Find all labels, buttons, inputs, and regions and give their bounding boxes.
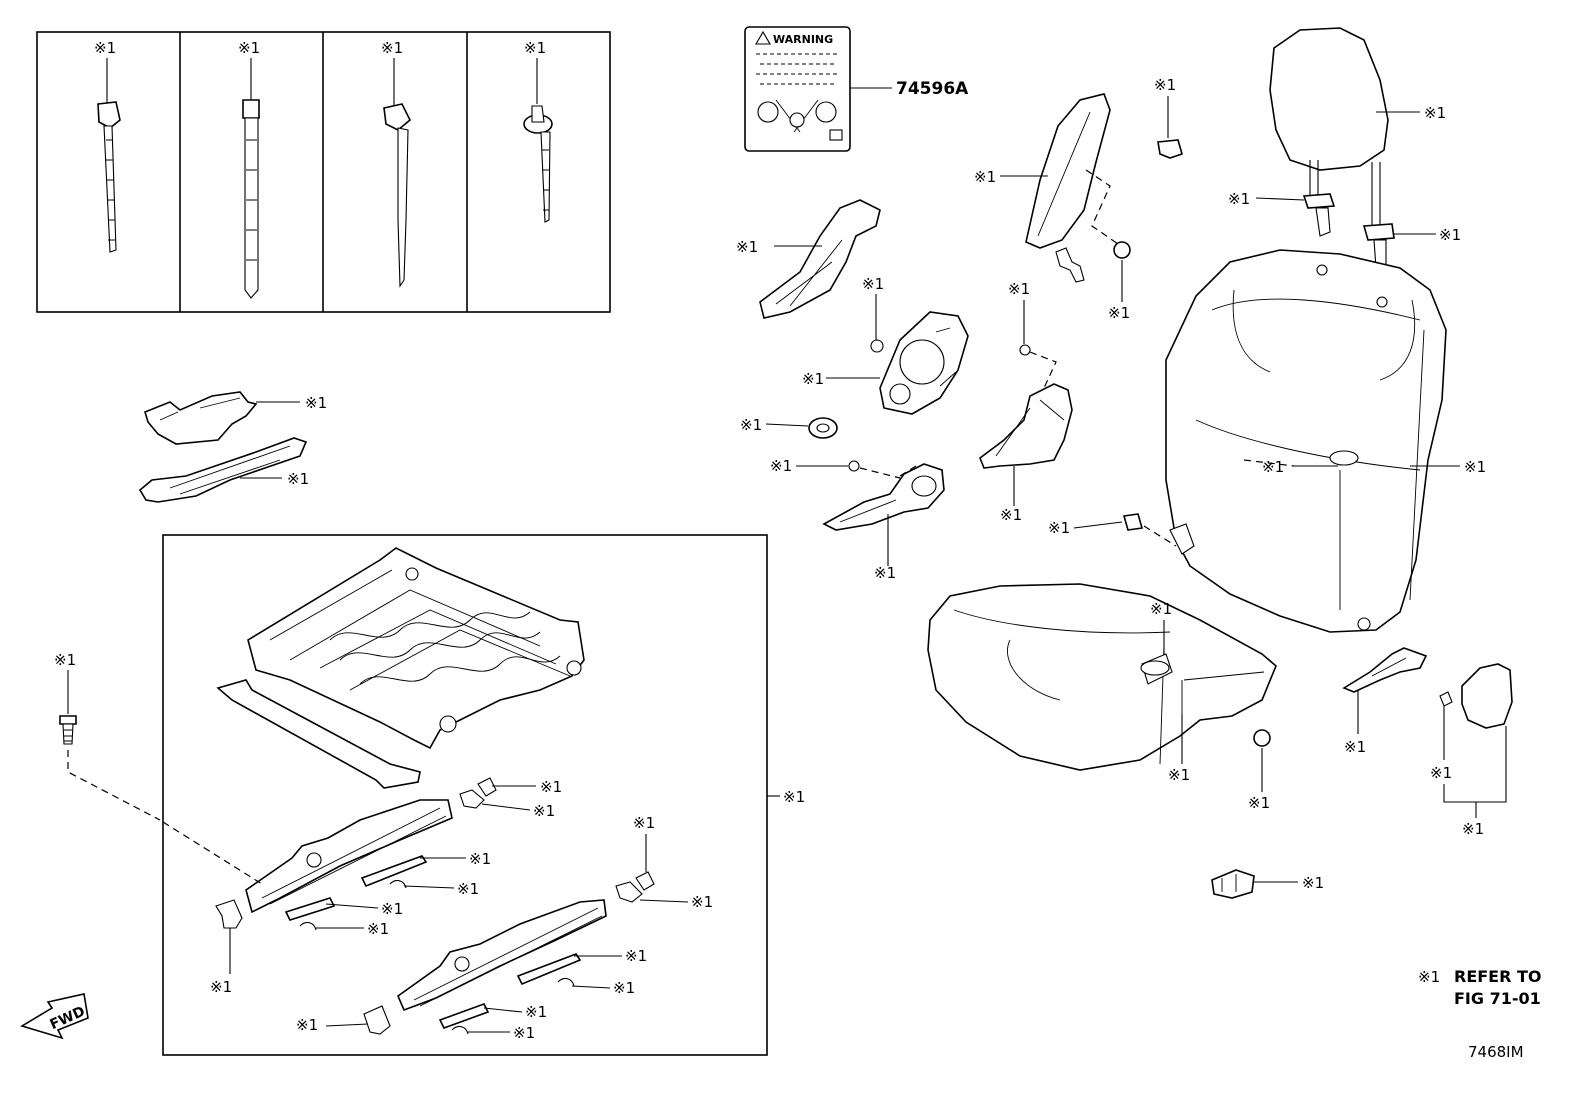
callout-cushion-nut: ※1 (1248, 794, 1270, 812)
rail-mounting-bolt: ※1 (54, 651, 263, 885)
callout-seatback-bolt: ※1 (1048, 519, 1070, 537)
callout-inner-trim: ※1 (1000, 506, 1022, 524)
callout-side-trim-nut: ※1 (1108, 304, 1130, 322)
callout-seat-clip: ※1 (1302, 874, 1324, 892)
callout-cushion-bracket: ※1 (1344, 738, 1366, 756)
seatback: ※1 ※1 ※1 (1048, 249, 1486, 633)
callout-tie-4: ※1 (524, 39, 546, 57)
callout-rail-clip-1: ※1 (540, 778, 562, 796)
callout-rail-cover-4: ※1 (525, 1003, 547, 1021)
callout-rail-clip-4: ※1 (691, 893, 713, 911)
callout-headrest-guide-1: ※1 (1228, 190, 1250, 208)
seat-frame-inset: ※1 (162, 534, 805, 1056)
callout-rail-spring-1: ※1 (457, 880, 479, 898)
callout-cushion-cover: ※1 (1168, 766, 1190, 784)
seat-rail-left (215, 777, 497, 931)
callout-recliner-screw-2: ※1 (770, 457, 792, 475)
part-number-74596A: 74596A (896, 79, 969, 99)
callout-side-cover-upper: ※1 (305, 394, 327, 412)
callout-seatback-cap: ※1 (1154, 76, 1176, 94)
seat-cushion: ※1 ※1 (927, 583, 1277, 784)
callout-rail-cover-3: ※1 (625, 947, 647, 965)
callout-rail-spring-3: ※1 (613, 979, 635, 997)
callout-seat-frame-assy: ※1 (783, 788, 805, 806)
recliner-knob: ※1 ※1 (1430, 663, 1513, 838)
callout-seatback-cover: ※1 (1464, 458, 1486, 476)
cushion-nut: ※1 (1248, 729, 1271, 812)
warning-label: WARNING 74596A (744, 26, 969, 152)
callout-rail-end-cap-2: ※1 (296, 1016, 318, 1034)
cable-tie-2 (242, 58, 260, 299)
callout-rail-clip-2: ※1 (533, 802, 555, 820)
seat-clip: ※1 (1211, 869, 1324, 899)
warning-label-heading: WARNING (773, 33, 833, 46)
callout-rail-cover-1: ※1 (469, 850, 491, 868)
callout-rail-clip-3: ※1 (633, 814, 655, 832)
seat-cushion-frame (216, 547, 585, 789)
seat-side-covers: ※1 ※1 (138, 391, 327, 503)
reference-note: ※1 REFER TO FIG 71-01 (1418, 967, 1542, 1008)
callout-recliner-cover-inner: ※1 (802, 370, 824, 388)
note-refer-to: REFER TO (1454, 967, 1542, 986)
callout-rail-end-cap-1: ※1 (210, 978, 232, 996)
callout-recliner-screw-1: ※1 (862, 275, 884, 293)
cushion-bracket: ※1 (1342, 647, 1428, 756)
recliner-parts: ※1 ※1 ※1 ※1 ※1 ※1 (736, 199, 969, 582)
seatback-cap: ※1 (1154, 76, 1183, 159)
note-fig-ref: FIG 71-01 (1454, 989, 1541, 1008)
headrest: ※1 ※1 ※1 (1228, 27, 1461, 269)
callout-headrest-guide-2: ※1 (1439, 226, 1461, 244)
cable-tie-inset: ※1 ※1 ※1 ※1 (36, 31, 611, 313)
callout-recliner-cover-outer: ※1 (736, 238, 758, 256)
fwd-arrow: FWD (20, 993, 89, 1040)
callout-headrest: ※1 (1424, 104, 1446, 122)
cable-tie-1 (97, 58, 121, 253)
note-prefix: ※1 (1418, 968, 1440, 986)
callout-side-cover-lower: ※1 (287, 470, 309, 488)
callout-tie-1: ※1 (94, 39, 116, 57)
cable-tie-3 (383, 58, 411, 288)
callout-recliner-knob-assy: ※1 (1462, 820, 1484, 838)
cable-tie-4 (523, 58, 553, 223)
callout-recliner-knob-clip: ※1 (1430, 764, 1452, 782)
callout-tie-3: ※1 (381, 39, 403, 57)
callout-rail-bolt: ※1 (54, 651, 76, 669)
callout-recliner-lever: ※1 (874, 564, 896, 582)
figure-number: 7468IM (1468, 1043, 1524, 1061)
callout-inner-screw: ※1 (1008, 280, 1030, 298)
seatback-side-trim: ※1 ※1 (974, 93, 1131, 322)
callout-rail-spring-4: ※1 (513, 1024, 535, 1042)
recliner-inner-trim: ※1 ※1 (979, 280, 1073, 524)
callout-recliner-washer: ※1 (740, 416, 762, 434)
callout-seatback-pad: ※1 (1262, 458, 1284, 476)
callout-tie-2: ※1 (238, 39, 260, 57)
callout-cushion-pad: ※1 (1150, 600, 1172, 618)
seat-rail-right (363, 871, 655, 1035)
callout-side-trim: ※1 (974, 168, 996, 186)
callout-rail-cover-2: ※1 (381, 900, 403, 918)
callout-rail-spring-2: ※1 (367, 920, 389, 938)
